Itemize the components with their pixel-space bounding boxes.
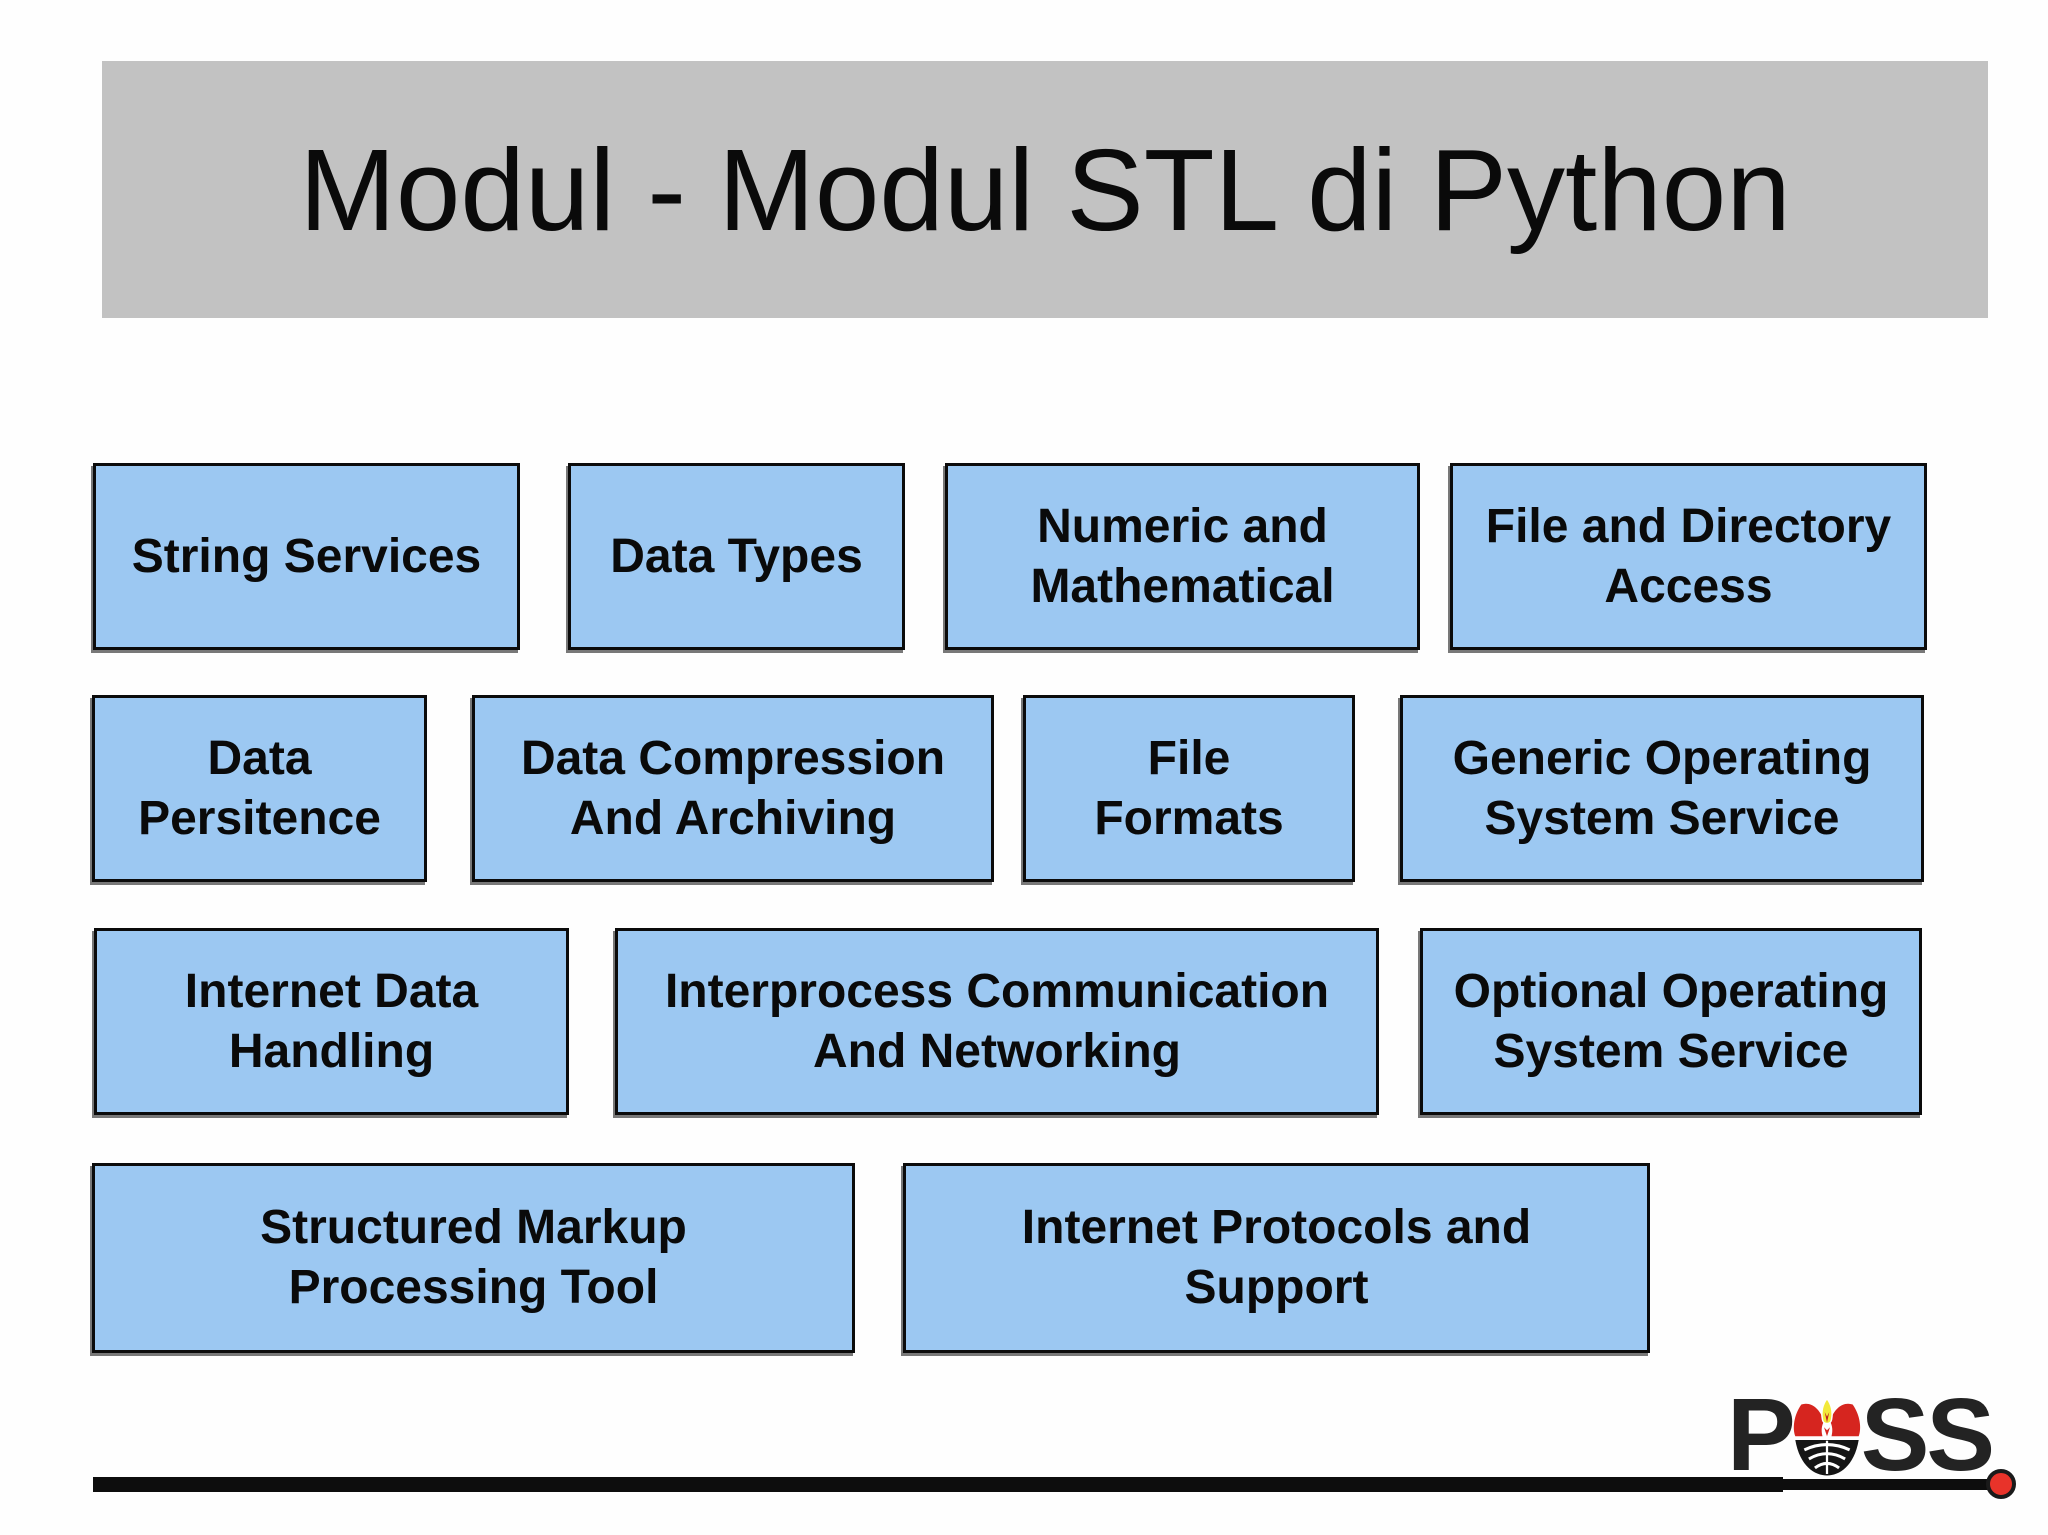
module-box-file-directory-access: File and Directory Access bbox=[1450, 463, 1927, 650]
slide-title: Modul - Modul STL di Python bbox=[299, 124, 1791, 255]
module-box-generic-os-service: Generic Operating System Service bbox=[1400, 695, 1924, 882]
module-box-label: Interprocess Communication And Networkin… bbox=[664, 964, 1330, 1078]
module-box-optional-os-service: Optional Operating System Service bbox=[1420, 928, 1922, 1115]
footer-divider-line-thin bbox=[1783, 1479, 2005, 1490]
module-box-data-types: Data Types bbox=[568, 463, 905, 650]
module-box-label: String Services bbox=[131, 529, 482, 583]
upi-emblem-icon bbox=[1793, 1397, 1860, 1476]
module-box-data-compression-archiving: Data Compression And Archiving bbox=[472, 695, 994, 882]
poss-logo: P SS bbox=[1727, 1376, 1995, 1492]
title-banner: Modul - Modul STL di Python bbox=[102, 61, 1988, 318]
module-box-label: Structured Markup Processing Tool bbox=[260, 1201, 687, 1314]
poss-logo-letter-p: P bbox=[1727, 1376, 1796, 1492]
divider-end-dot-icon bbox=[1986, 1469, 2016, 1499]
module-box-internet-protocols-support: Internet Protocols and Support bbox=[903, 1163, 1650, 1353]
module-box-label: Internet Protocols and Support bbox=[1021, 1201, 1532, 1314]
module-box-label: Data Persitence bbox=[138, 731, 381, 845]
module-box-label: Numeric and Mathematical bbox=[1030, 499, 1335, 613]
module-box-label: Data Types bbox=[610, 529, 863, 583]
module-box-label: Data Compression And Archiving bbox=[520, 731, 946, 845]
module-box-numeric-mathematical: Numeric and Mathematical bbox=[945, 463, 1420, 650]
module-box-internet-data-handling: Internet Data Handling bbox=[94, 928, 569, 1115]
module-box-label: File and Directory Access bbox=[1485, 499, 1892, 613]
module-box-data-persitence: Data Persitence bbox=[92, 695, 427, 882]
poss-logo-letters-ss: SS bbox=[1860, 1376, 1995, 1492]
module-box-interprocess-communication-networking: Interprocess Communication And Networkin… bbox=[615, 928, 1379, 1115]
module-box-file-formats: File Formats bbox=[1023, 695, 1355, 882]
module-box-label: Optional Operating System Service bbox=[1453, 964, 1889, 1078]
module-box-structured-markup-processing: Structured Markup Processing Tool bbox=[92, 1163, 855, 1353]
module-box-label: Generic Operating System Service bbox=[1452, 731, 1872, 845]
module-box-label: File Formats bbox=[1094, 731, 1284, 845]
module-box-string-services: String Services bbox=[93, 463, 520, 650]
footer-divider-line bbox=[93, 1477, 1783, 1492]
module-box-label: Internet Data Handling bbox=[184, 964, 479, 1078]
